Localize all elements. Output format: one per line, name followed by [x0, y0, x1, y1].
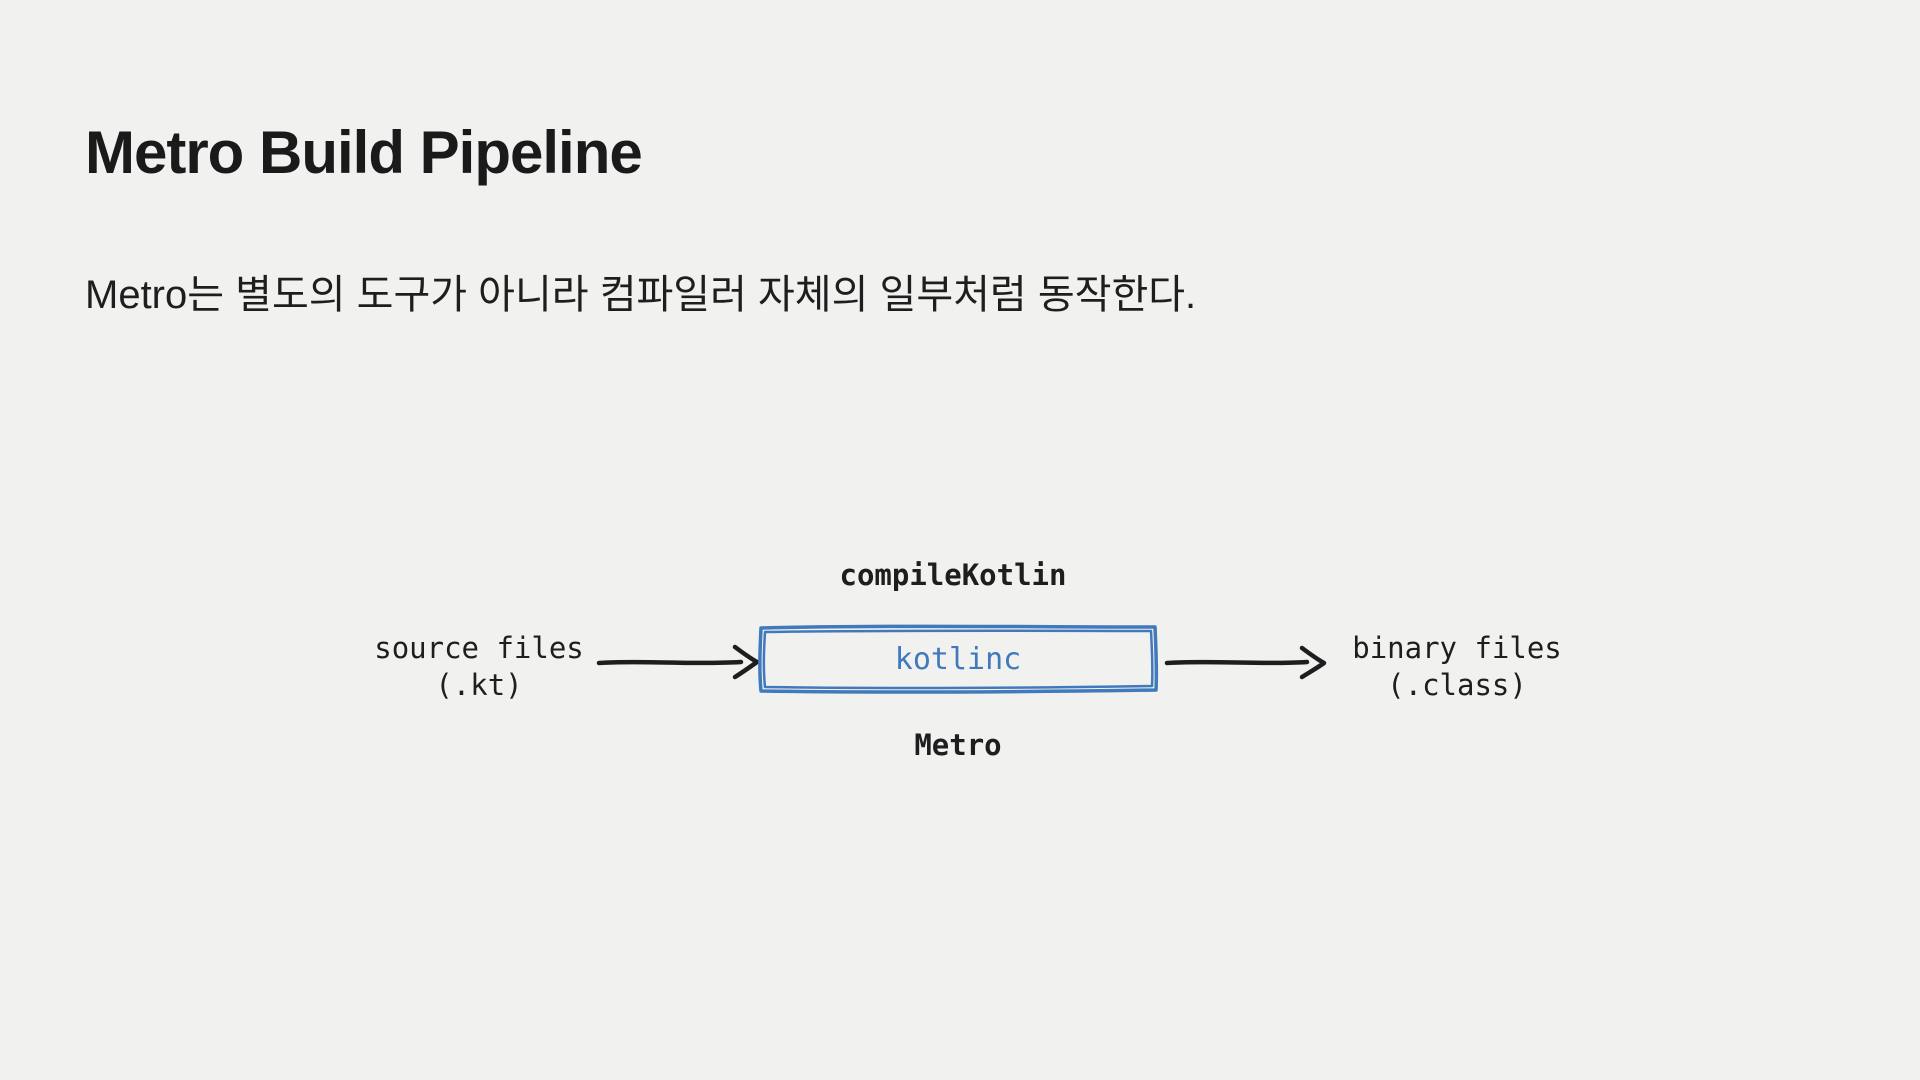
kotlinc-node-box [758, 624, 1159, 694]
output-arrow-icon [1164, 645, 1327, 680]
node-box-stroke-outer [758, 624, 1159, 694]
input-arrow-icon [596, 644, 760, 680]
input-label: source files (.kt) [329, 630, 629, 704]
output-label-line1: binary files [1352, 631, 1562, 665]
output-label-line2: (.class) [1387, 668, 1527, 702]
output-arrow-shaft [1164, 659, 1310, 666]
kotlinc-node-label: kotlinc [894, 641, 1022, 677]
page-title: Metro Build Pipeline [85, 119, 643, 186]
output-label: binary files (.class) [1307, 630, 1607, 704]
input-label-line2: (.kt) [435, 668, 523, 702]
input-arrow-head [732, 644, 760, 680]
subtitle: Metro는 별도의 도구가 아니라 컴파일러 자체의 일부처럼 동작한다. [85, 273, 1197, 317]
node-box-stroke-inner [762, 629, 1154, 690]
input-arrow-shaft [596, 659, 744, 666]
task-label: compileKotlin [839, 558, 1067, 592]
input-label-line1: source files [374, 631, 584, 665]
plugin-label: Metro [914, 728, 1002, 762]
output-arrow-head [1299, 645, 1327, 680]
